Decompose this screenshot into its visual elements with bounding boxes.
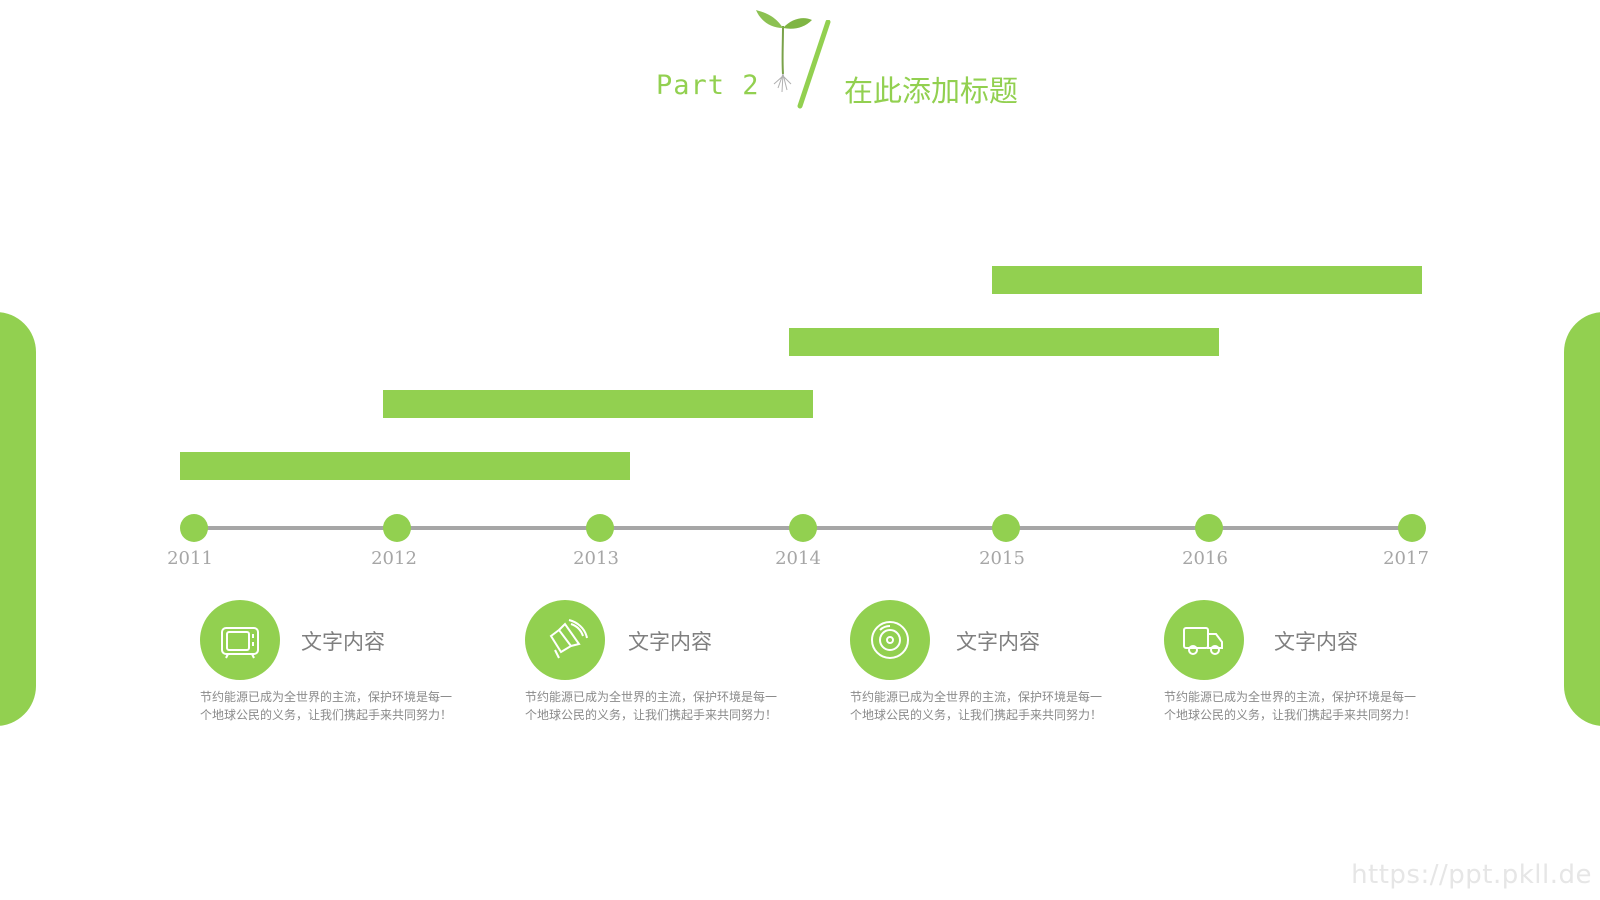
year-label: 2013 xyxy=(573,548,619,569)
left-side-tab xyxy=(0,312,36,726)
timeline-bar xyxy=(383,390,814,418)
sprout-icon xyxy=(756,10,812,93)
page-title: 在此添加标题 xyxy=(844,74,1019,108)
year-label: 2012 xyxy=(371,548,417,569)
speaker-icon xyxy=(525,600,605,680)
year-label: 2014 xyxy=(775,548,821,569)
timeline-bar xyxy=(992,266,1423,294)
year-label: 2015 xyxy=(979,548,1025,569)
divider-slash xyxy=(797,20,831,109)
year-marker xyxy=(180,514,208,542)
item-title: 文字内容 xyxy=(1274,630,1358,654)
year-marker xyxy=(1195,514,1223,542)
year-marker xyxy=(789,514,817,542)
item-title: 文字内容 xyxy=(628,630,712,654)
year-marker xyxy=(586,514,614,542)
timeline-bar xyxy=(180,452,631,480)
timeline-bar xyxy=(789,328,1220,356)
disc-icon xyxy=(850,600,930,680)
year-marker xyxy=(992,514,1020,542)
item-title: 文字内容 xyxy=(301,630,385,654)
right-side-tab xyxy=(1564,312,1600,726)
item-description: 节约能源已成为全世界的主流，保护环境是每一个地球公民的义务，让我们携起手来共同努… xyxy=(1164,690,1417,722)
watermark: https://ppt.pkll.de xyxy=(1351,860,1592,890)
year-marker xyxy=(1398,514,1426,542)
tv-icon xyxy=(200,600,280,680)
year-label: 2017 xyxy=(1383,548,1429,569)
item-description: 节约能源已成为全世界的主流，保护环境是每一个地球公民的义务，让我们携起手来共同努… xyxy=(200,690,453,722)
item-description: 节约能源已成为全世界的主流，保护环境是每一个地球公民的义务，让我们携起手来共同努… xyxy=(850,690,1103,722)
item-title: 文字内容 xyxy=(956,630,1040,654)
year-label: 2016 xyxy=(1182,548,1228,569)
year-marker xyxy=(383,514,411,542)
part-label: Part 2 xyxy=(656,70,760,101)
truck-icon xyxy=(1164,600,1244,680)
year-label: 2011 xyxy=(167,548,213,569)
item-description: 节约能源已成为全世界的主流，保护环境是每一个地球公民的义务，让我们携起手来共同努… xyxy=(525,690,778,722)
